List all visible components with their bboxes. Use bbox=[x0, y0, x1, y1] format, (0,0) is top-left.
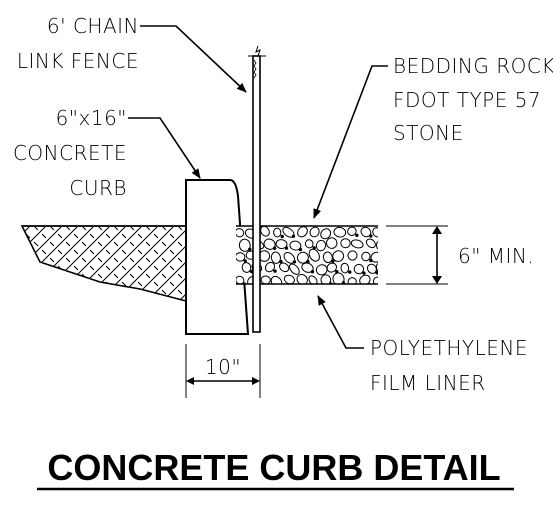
gravel-grain bbox=[243, 259, 247, 263]
gravel-grain bbox=[375, 271, 378, 275]
gravel-stone bbox=[264, 261, 276, 273]
fence-label-line1: 6' CHAIN bbox=[47, 14, 139, 38]
gravel-stone bbox=[270, 251, 281, 264]
gravel-grain bbox=[272, 246, 277, 250]
gravel-stone bbox=[332, 272, 345, 284]
gravel-stone bbox=[304, 239, 314, 249]
gravel-grain bbox=[335, 269, 339, 274]
rock-leader bbox=[313, 65, 388, 219]
concrete-curb bbox=[185, 179, 250, 335]
gravel-stone bbox=[238, 238, 251, 252]
curb-label-line3: CURB bbox=[69, 176, 127, 200]
liner-leader bbox=[317, 295, 364, 349]
gravel-stone bbox=[375, 239, 378, 251]
gravel-grain bbox=[331, 259, 335, 263]
liner-label-line2: FILM LINER bbox=[370, 371, 486, 395]
gravel-stone bbox=[365, 238, 376, 249]
curb-label-line2: CONCRETE bbox=[13, 141, 127, 165]
curb-leader bbox=[128, 117, 201, 179]
gravel-stone bbox=[347, 226, 357, 236]
gravel-stone bbox=[297, 226, 308, 238]
width-label: 10" bbox=[205, 355, 241, 379]
gravel-grain bbox=[310, 270, 315, 274]
gravel-grain bbox=[279, 260, 283, 264]
rock-label-line1: BEDDING ROCK bbox=[393, 54, 553, 78]
gravel-grain bbox=[362, 271, 366, 275]
rock-label-line2: FDOT TYPE 57 bbox=[393, 88, 541, 112]
depth-dimension bbox=[386, 225, 448, 285]
fence-label-line2: LINK FENCE bbox=[17, 49, 139, 73]
gravel-grain bbox=[298, 247, 303, 252]
gravel-stone bbox=[308, 275, 318, 284]
gravel-grain bbox=[369, 234, 373, 238]
drawing-title: CONCRETE CURB DETAIL bbox=[47, 447, 500, 488]
gravel-stone bbox=[340, 238, 351, 249]
width-dimension bbox=[185, 344, 261, 398]
gravel-stone bbox=[370, 251, 378, 263]
gravel-stone bbox=[347, 277, 357, 284]
gravel-stone bbox=[340, 262, 350, 274]
gravel-stone bbox=[296, 251, 309, 264]
gravel-grain bbox=[385, 248, 387, 250]
gravel-stone bbox=[236, 252, 246, 262]
gravel-stone bbox=[320, 274, 332, 284]
gravel-stone bbox=[241, 262, 252, 273]
gravel-stone bbox=[273, 227, 282, 238]
gravel-stone bbox=[279, 262, 290, 273]
gravel-grain bbox=[312, 246, 316, 250]
gravel-stone bbox=[308, 248, 320, 262]
gravel-grain bbox=[292, 260, 297, 264]
gravel-stone bbox=[361, 251, 371, 262]
gravel-stone bbox=[289, 240, 302, 251]
gravel-stone bbox=[372, 227, 378, 238]
gravel-stone bbox=[270, 275, 283, 284]
gravel-stone bbox=[332, 250, 345, 262]
gravel-grain bbox=[284, 246, 289, 250]
gravel-stone bbox=[350, 239, 364, 249]
gravel-grain bbox=[355, 233, 359, 238]
liner-label-line1: POLYETHYLENE bbox=[370, 336, 528, 360]
gravel-stone bbox=[326, 262, 337, 273]
gravel-stone bbox=[320, 228, 332, 240]
gravel-stone bbox=[366, 263, 377, 274]
gravel-grain bbox=[291, 234, 296, 239]
gravel-stone bbox=[373, 276, 378, 284]
curb-label-line1: 6"x16" bbox=[56, 106, 127, 130]
gravel-stone bbox=[333, 226, 347, 238]
gravel-stone bbox=[289, 263, 300, 275]
gravel-grain bbox=[248, 247, 252, 252]
gravel-stone bbox=[301, 262, 314, 273]
gravel-stone bbox=[347, 250, 358, 261]
gravel-grain bbox=[273, 269, 277, 273]
gravel-stone bbox=[236, 228, 245, 238]
fence-leader bbox=[140, 25, 247, 93]
rock-label-line3: STONE bbox=[393, 121, 464, 145]
gravel-stone bbox=[353, 263, 365, 275]
gravel-stone bbox=[322, 251, 333, 264]
gravel-stone bbox=[275, 239, 288, 250]
gravel-stone bbox=[309, 226, 320, 238]
gravel-grain bbox=[348, 270, 352, 274]
depth-label: 6" MIN. bbox=[458, 244, 534, 268]
gravel-stone bbox=[325, 237, 338, 249]
gravel-stone bbox=[375, 262, 378, 275]
chain-link-fence-post bbox=[248, 45, 266, 333]
soil-hatch bbox=[20, 225, 187, 303]
gravel-grain bbox=[280, 234, 284, 239]
gravel-stone bbox=[315, 239, 327, 252]
